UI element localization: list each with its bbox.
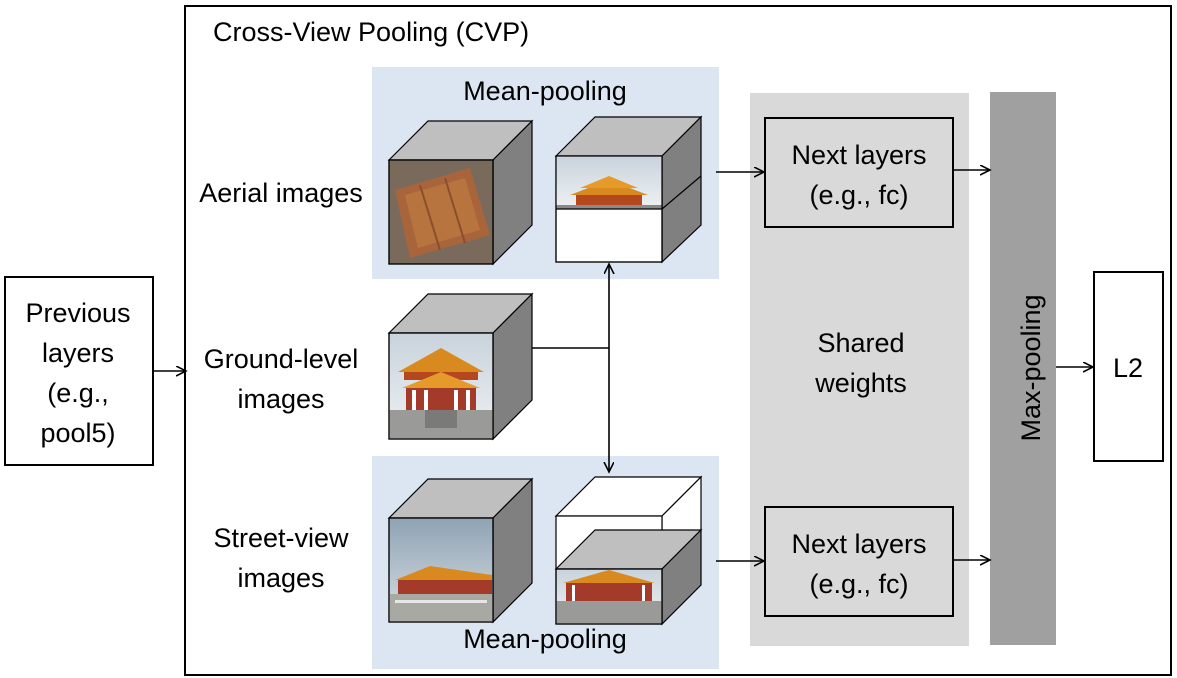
cvp-title: Cross-View Pooling (CVP)	[213, 17, 530, 47]
previous-layers-line-3: (e.g.,	[47, 378, 109, 408]
next-layers-bottom-line-2: (e.g., fc)	[809, 569, 908, 599]
previous-layers-line-4: pool5)	[40, 418, 115, 448]
mean-pooling-label-bottom: Mean-pooling	[463, 624, 627, 654]
shared-weights-panel	[750, 93, 969, 646]
max-pooling-label: Max-pooling	[1016, 294, 1046, 441]
previous-layers-line-2: layers	[42, 338, 114, 368]
row-label-street-2: images	[237, 563, 324, 593]
aerial-image-cube	[387, 119, 534, 266]
max-pooling-bar	[990, 92, 1056, 645]
shared-weights-line-2: weights	[814, 368, 907, 398]
next-layers-top-line-1: Next layers	[791, 140, 926, 170]
street-view-pooled-cube	[554, 475, 703, 626]
ground-level-image-cube	[387, 292, 534, 441]
shared-weights-line-1: Shared	[817, 328, 904, 358]
street-view-image-cube	[387, 477, 534, 624]
row-label-ground-1: Ground-level	[204, 344, 359, 374]
mean-pooling-label-top: Mean-pooling	[463, 76, 627, 106]
next-layers-top-line-2: (e.g., fc)	[809, 180, 908, 210]
row-label-aerial: Aerial images	[199, 178, 363, 208]
row-label-street-1: Street-view	[213, 523, 349, 553]
aerial-pooled-cube	[554, 115, 703, 264]
previous-layers-box	[4, 276, 154, 466]
l2-label: L2	[1113, 353, 1143, 383]
next-layers-bottom-line-1: Next layers	[791, 529, 926, 559]
previous-layers-line-1: Previous	[25, 298, 130, 328]
row-label-ground-2: images	[237, 384, 324, 414]
connectors	[154, 170, 1093, 561]
